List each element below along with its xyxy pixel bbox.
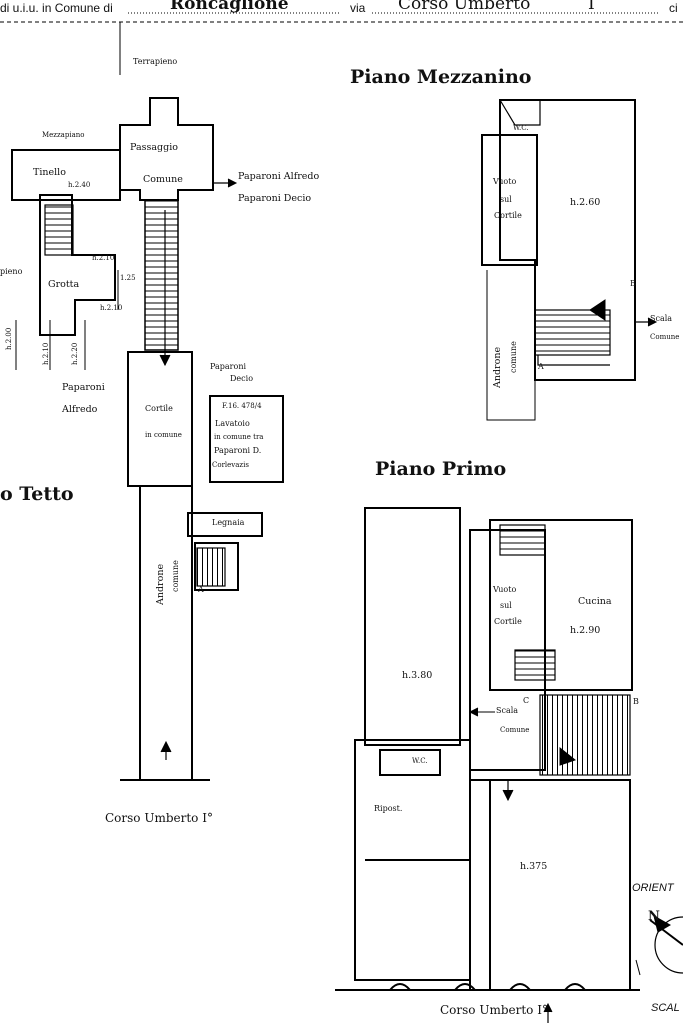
gf-cortile-2: in comune [145, 431, 182, 439]
header-prefix: di u.i.u. in Comune di [0, 1, 113, 15]
gf-lavatoio-1: Lavatoio [215, 419, 250, 428]
north-icon: N [648, 909, 660, 924]
ff-vuoto-2: sul [500, 601, 512, 610]
gf-mezzapiano: Mezzapiano [42, 131, 85, 139]
mz-vuoto-1: Vuoto [493, 177, 517, 186]
gf-lavatoio-4: Corlevazis [212, 461, 249, 469]
gf-h-v1: h.2.00 [5, 327, 13, 350]
ff-scala-2: Comune [500, 726, 530, 734]
gf-tinello: Tinello [33, 167, 66, 178]
gf-title: o Tetto [0, 483, 74, 505]
gf-street: Corso Umberto I° [105, 811, 213, 825]
ff-ripost: Ripost. [374, 804, 403, 813]
gf-neighbor-tr-1: Paparoni [210, 362, 247, 371]
header-via: Corso Umberto [398, 0, 531, 14]
ff-scale: SCAL [651, 1002, 680, 1014]
gf-h-grotta-b: h.2.10 [100, 304, 123, 312]
gf-cortile-1: Cortile [145, 404, 173, 413]
gf-h-v3: h.2.20 [71, 342, 79, 365]
gf-grotta: Grotta [48, 279, 80, 290]
gf-passaggio: Passaggio [130, 142, 178, 153]
ff-title: Piano Primo [375, 458, 507, 480]
gf-terrapieno-left: pieno [0, 267, 23, 276]
mz-vuoto-3: Cortile [494, 211, 522, 220]
gf-neighbor-right-2: Paparoni Decio [238, 193, 312, 204]
gf-neighbor-left-1: Paparoni [62, 382, 105, 393]
mz-scala-2: Comune [650, 333, 680, 341]
ff-vuoto-1: Vuoto [493, 585, 517, 594]
mz-androne-1: Androne [492, 346, 503, 388]
header-suffix: ci [669, 1, 678, 15]
mz-title: Piano Mezzanino [350, 66, 532, 88]
ff-cucina-h: h.2.90 [570, 625, 601, 636]
mz-height: h.2.60 [570, 197, 601, 208]
gf-lavatoio-3: Paparoni D. [214, 446, 262, 455]
ff-street: Corso Umberto I° [440, 1003, 548, 1017]
header-via-label: via [350, 1, 366, 15]
gf-neighbor-left-2: Alfredo [62, 404, 98, 415]
header-comune: Roncaglione [170, 0, 289, 14]
mz-androne-2: comune [509, 341, 518, 373]
gf-androne-1: Androne [155, 563, 166, 605]
gf-terrapieno-top: Terrapieno [133, 57, 178, 66]
ff-mark-b: B [633, 697, 639, 706]
gf-h-v2: h.2.10 [42, 342, 50, 365]
mz-mark-b: B [630, 279, 636, 288]
ff-scala-1: Scala [496, 706, 519, 715]
header-civico: I [588, 0, 595, 14]
ff-cucina: Cucina [578, 596, 612, 607]
ff-room-h: h.3.80 [402, 670, 433, 681]
mz-vuoto-2: sul [500, 195, 512, 204]
gf-fig-ref: F.16. 478/4 [222, 402, 262, 410]
mz-mark-a: A [538, 362, 544, 371]
gf-neighbor-right-1: Paparoni Alfredo [238, 171, 320, 182]
gf-mark-a: A [198, 585, 204, 594]
gf-h-grotta-a: h.2.10 [92, 254, 115, 262]
gf-lavatoio-2: in comune tra [214, 433, 264, 441]
gf-legnaia: Legnaia [212, 518, 245, 527]
ff-vuoto-3: Cortile [494, 617, 522, 626]
gf-tinello-h: h.2.40 [68, 181, 91, 189]
mz-scala-1: Scala [650, 314, 673, 323]
gf-h-grotta-c: 1.25 [120, 274, 136, 282]
gf-comune: Comune [143, 174, 183, 185]
gf-androne-2: comune [171, 560, 180, 592]
ff-mark-c: C [523, 696, 530, 705]
ff-orient: ORIENT [632, 882, 674, 894]
mz-wc: W.C. [513, 124, 529, 132]
ff-wc: W.C. [412, 757, 428, 765]
ff-big-room-h: h.375 [520, 861, 548, 872]
gf-neighbor-tr-2: Decio [230, 374, 254, 383]
